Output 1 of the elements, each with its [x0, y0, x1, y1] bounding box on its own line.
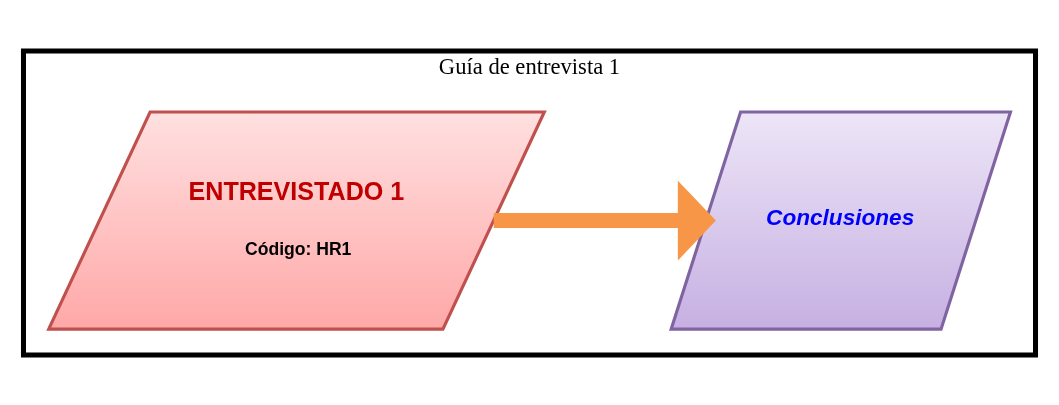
- arrow: [493, 180, 716, 260]
